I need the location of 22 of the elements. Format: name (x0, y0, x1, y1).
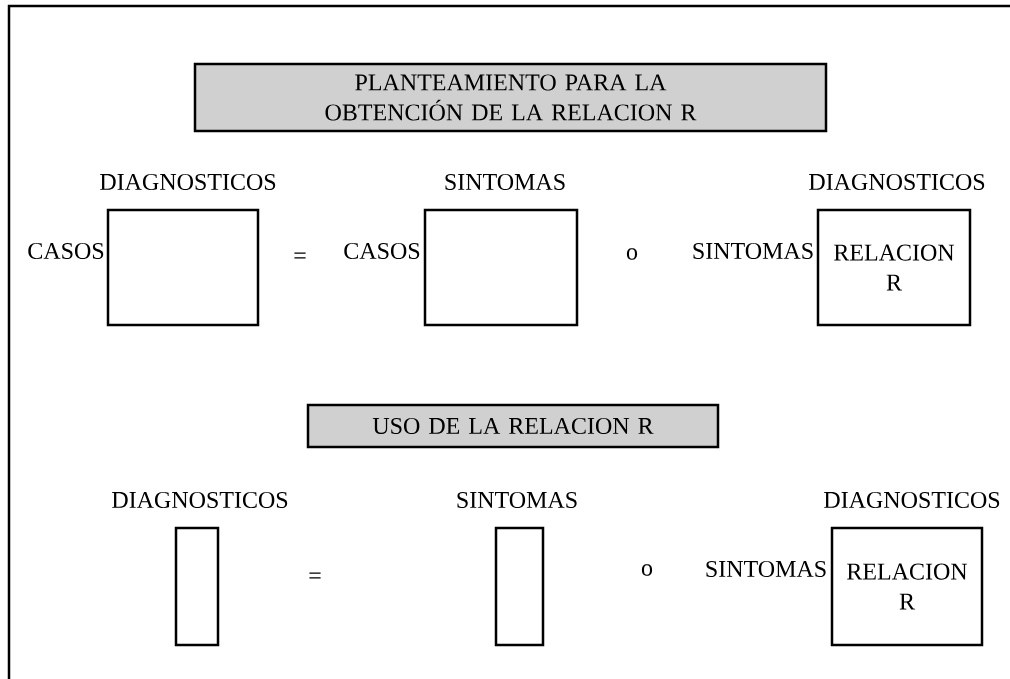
operator-symbol: o (626, 248, 638, 260)
axis-label: DIAGNOSTICOS (809, 173, 985, 191)
axis-label: DIAGNOSTICOS (824, 491, 1000, 509)
empty-box (174, 526, 220, 647)
axis-label: DIAGNOSTICOS (112, 491, 288, 509)
empty-box (494, 526, 545, 647)
relation-box: RELACION R (830, 526, 984, 647)
title-box: PLANTEAMIENTO PARA LA OBTENCIÓN DE LA RELACION R (193, 62, 828, 133)
empty-box (106, 208, 260, 327)
axis-label: SINTOMAS (693, 242, 813, 260)
operator-symbol: = (309, 572, 321, 579)
axis-label: SINTOMAS (457, 491, 577, 509)
operator-symbol: o (641, 564, 653, 576)
operator-symbol: = (294, 252, 306, 259)
axis-label: DIAGNOSTICOS (100, 173, 276, 191)
axis-label: SINTOMAS (445, 173, 565, 191)
title-box: USO DE LA RELACION R (306, 403, 720, 449)
empty-box (423, 208, 579, 327)
axis-label: CASOS (28, 242, 104, 260)
axis-label: CASOS (344, 242, 420, 260)
axis-label: SINTOMAS (706, 560, 826, 578)
relation-box: RELACION R (816, 208, 972, 327)
